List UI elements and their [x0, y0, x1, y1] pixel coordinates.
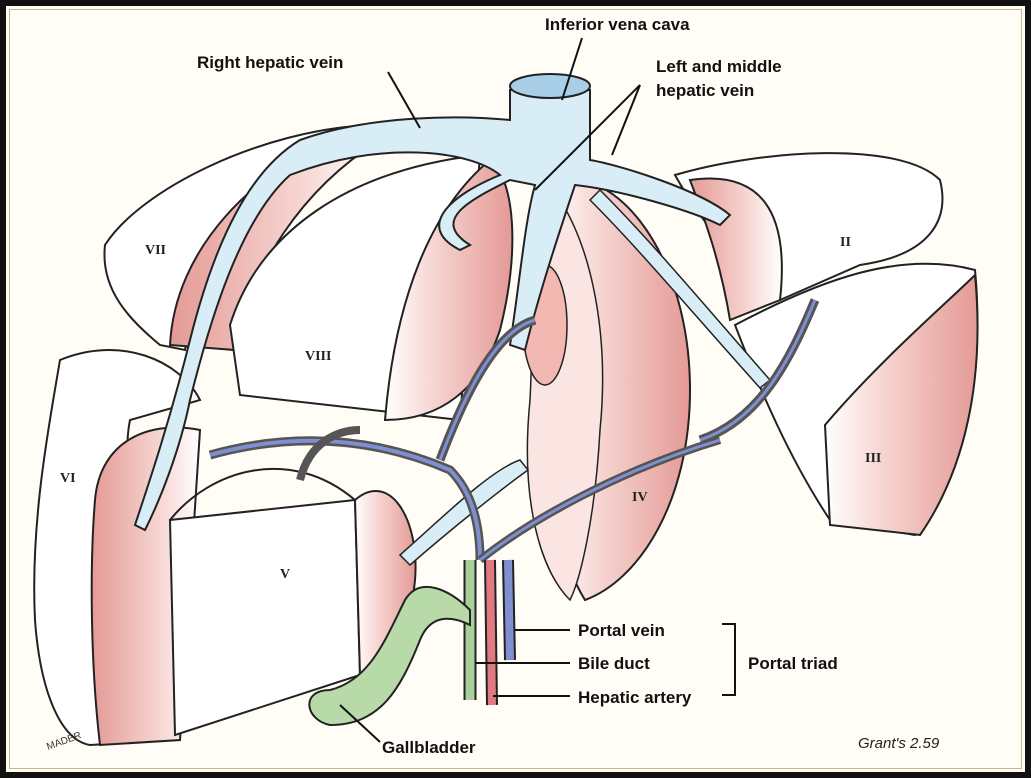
figure-credit: Grant's 2.59 — [858, 735, 940, 752]
label-gallbladder: Gallbladder — [382, 738, 476, 757]
label-portal-triad: Portal triad — [748, 654, 838, 673]
label-right-hepatic-vein: Right hepatic vein — [197, 53, 343, 72]
segment-v — [168, 467, 417, 737]
segment-label-v: V — [280, 567, 290, 582]
portal-triad-branches — [208, 298, 820, 564]
segment-label-vii: VII — [145, 243, 166, 258]
label-hepatic-artery: Hepatic artery — [578, 688, 692, 707]
segment-label-iv: IV — [632, 490, 648, 505]
segment-viii — [228, 153, 514, 422]
label-left-middle-hepatic-vein-line2: hepatic vein — [656, 81, 754, 100]
leader-lines — [339, 37, 736, 743]
label-bile-duct: Bile duct — [578, 654, 650, 673]
segment-label-ii: II — [840, 235, 851, 250]
frame-inner-border — [9, 9, 1022, 769]
segment-iii — [733, 262, 979, 537]
label-inferior-vena-cava: Inferior vena cava — [545, 15, 690, 34]
segment-label-iii: III — [865, 451, 881, 466]
gallbladder — [308, 585, 471, 727]
artist-signature: MADER — [45, 730, 83, 753]
label-portal-vein: Portal vein — [578, 621, 665, 640]
portal-triad-trunk — [463, 559, 516, 706]
segment-label-vi: VI — [60, 471, 76, 486]
segment-label-viii: VIII — [305, 349, 331, 364]
hepatic-veins — [133, 73, 772, 567]
label-left-middle-hepatic-vein-line1: Left and middle — [656, 57, 782, 76]
